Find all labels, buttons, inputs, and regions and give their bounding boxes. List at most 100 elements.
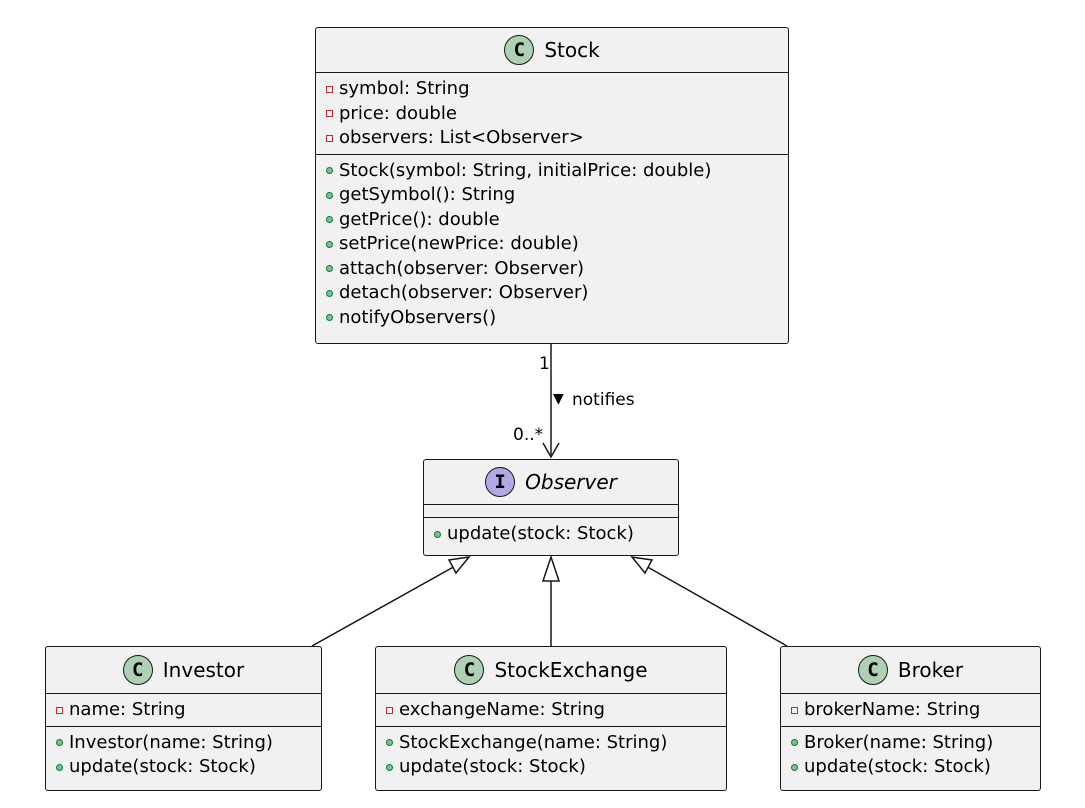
public-visibility-icon — [326, 265, 333, 273]
fields-compartment: brokerName: String — [781, 693, 1040, 726]
fields-compartment: symbol: String price: double observers: Li… — [316, 72, 788, 154]
class-name: Investor — [162, 658, 245, 682]
method-text: getPrice(): double — [339, 208, 500, 230]
method-text: Broker(name: String) — [804, 731, 994, 753]
method-text: Investor(name: String) — [69, 731, 273, 753]
class-badge-icon: C — [122, 655, 153, 685]
method-row: Broker(name: String) — [791, 731, 1040, 756]
method-text: getSymbol(): String — [339, 184, 516, 205]
private-visibility-icon — [56, 706, 63, 714]
realization-arrowhead-investor — [447, 555, 471, 575]
private-visibility-icon — [326, 110, 333, 118]
method-text: update(stock: Stock) — [447, 523, 634, 544]
fields-compartment — [424, 504, 678, 517]
fields-compartment: name: String — [46, 693, 321, 726]
method-row: update(stock: Stock) — [791, 755, 1040, 780]
method-text: update(stock: Stock) — [399, 756, 586, 777]
private-visibility-icon — [326, 134, 333, 142]
association-arrowhead — [542, 442, 560, 459]
method-row: getSymbol(): String — [326, 183, 788, 208]
class-name: StockExchange — [494, 658, 648, 682]
class-broker[interactable]: C Broker brokerName: String Broker(name:… — [780, 646, 1041, 791]
class-stock-exchange-header: C StockExchange — [376, 647, 726, 693]
field-text: symbol: String — [339, 78, 470, 99]
method-text: update(stock: Stock) — [69, 756, 256, 777]
private-visibility-icon — [791, 706, 798, 714]
public-visibility-icon — [56, 763, 63, 771]
methods-compartment: update(stock: Stock) — [424, 517, 678, 550]
association-label: notifies — [572, 390, 635, 410]
interface-name: Observer — [525, 470, 617, 494]
class-name: Broker — [897, 658, 964, 682]
interface-observer-header: I Observer — [424, 460, 678, 504]
class-investor-header: C Investor — [46, 647, 321, 693]
public-visibility-icon — [326, 191, 333, 199]
public-visibility-icon — [326, 314, 333, 322]
method-text: notifyObservers() — [339, 306, 497, 328]
field-text: brokerName: String — [804, 699, 981, 720]
public-visibility-icon — [791, 763, 798, 771]
class-stock[interactable]: C Stock symbol: String price: double obser… — [315, 27, 789, 344]
public-visibility-icon — [326, 167, 333, 175]
source-multiplicity-label: 1 — [539, 354, 550, 374]
method-text: Stock(symbol: String, initialPrice: doub… — [339, 159, 712, 181]
field-text: observers: List<Observer> — [339, 127, 584, 148]
methods-compartment: Investor(name: String) update(stock: Stoc… — [46, 725, 321, 783]
method-row: notifyObservers() — [326, 306, 788, 331]
method-text: update(stock: Stock) — [804, 756, 991, 777]
realization-arrowhead-stock-exchange — [541, 554, 561, 582]
method-row: update(stock: Stock) — [434, 522, 678, 547]
public-visibility-icon — [326, 289, 333, 297]
method-text: detach(observer: Observer) — [339, 282, 589, 303]
class-badge-icon: C — [857, 655, 888, 685]
method-row: StockExchange(name: String) — [386, 731, 726, 756]
method-text: StockExchange(name: String) — [399, 731, 668, 753]
field-row: price: double — [326, 102, 788, 127]
field-row: symbol: String — [326, 77, 788, 102]
field-row: observers: List<Observer> — [326, 126, 788, 151]
methods-compartment: Broker(name: String) update(stock: Stock) — [781, 725, 1040, 783]
class-badge-icon: C — [454, 655, 485, 685]
method-row: update(stock: Stock) — [56, 755, 321, 780]
methods-compartment: Stock(symbol: String, initialPrice: doub… — [316, 153, 788, 334]
public-visibility-icon — [326, 240, 333, 248]
method-text: setPrice(newPrice: double) — [339, 233, 579, 254]
direction-marker-icon: ▼ — [553, 391, 564, 407]
public-visibility-icon — [434, 530, 441, 538]
public-visibility-icon — [56, 739, 63, 747]
field-row: name: String — [56, 698, 321, 723]
method-row: getPrice(): double — [326, 208, 788, 233]
interface-badge-icon: I — [485, 467, 516, 497]
method-text: attach(observer: Observer) — [339, 257, 584, 279]
private-visibility-icon — [386, 706, 393, 714]
interface-observer[interactable]: I Observer update(stock: Stock) — [423, 459, 679, 556]
methods-compartment: StockExchange(name: String) update(stock:… — [376, 725, 726, 783]
method-row: detach(observer: Observer) — [326, 281, 788, 306]
field-row: exchangeName: String — [386, 698, 726, 723]
class-stock-header: C Stock — [316, 28, 788, 72]
target-multiplicity-label: 0..* — [513, 425, 544, 445]
public-visibility-icon — [791, 739, 798, 747]
class-broker-header: C Broker — [781, 647, 1040, 693]
method-row: Investor(name: String) — [56, 731, 321, 756]
field-text: exchangeName: String — [399, 699, 605, 720]
realization-line-investor — [311, 564, 458, 647]
realization-arrowhead-broker — [630, 555, 654, 575]
field-row: brokerName: String — [791, 698, 1040, 723]
class-stock-exchange[interactable]: C StockExchange exchangeName: String Sto… — [375, 646, 727, 791]
public-visibility-icon — [386, 739, 393, 747]
method-row: Stock(symbol: String, initialPrice: doub… — [326, 159, 788, 184]
public-visibility-icon — [386, 763, 393, 771]
method-row: setPrice(newPrice: double) — [326, 232, 788, 257]
field-text: price: double — [339, 102, 457, 124]
realization-line-broker — [643, 564, 788, 647]
private-visibility-icon — [326, 85, 333, 93]
class-investor[interactable]: C Investor name: String Investor(name: S… — [45, 646, 322, 791]
public-visibility-icon — [326, 216, 333, 224]
field-text: name: String — [69, 699, 186, 720]
fields-compartment: exchangeName: String — [376, 693, 726, 726]
method-row: update(stock: Stock) — [386, 755, 726, 780]
class-name: Stock — [544, 38, 600, 62]
class-badge-icon: C — [504, 35, 535, 65]
